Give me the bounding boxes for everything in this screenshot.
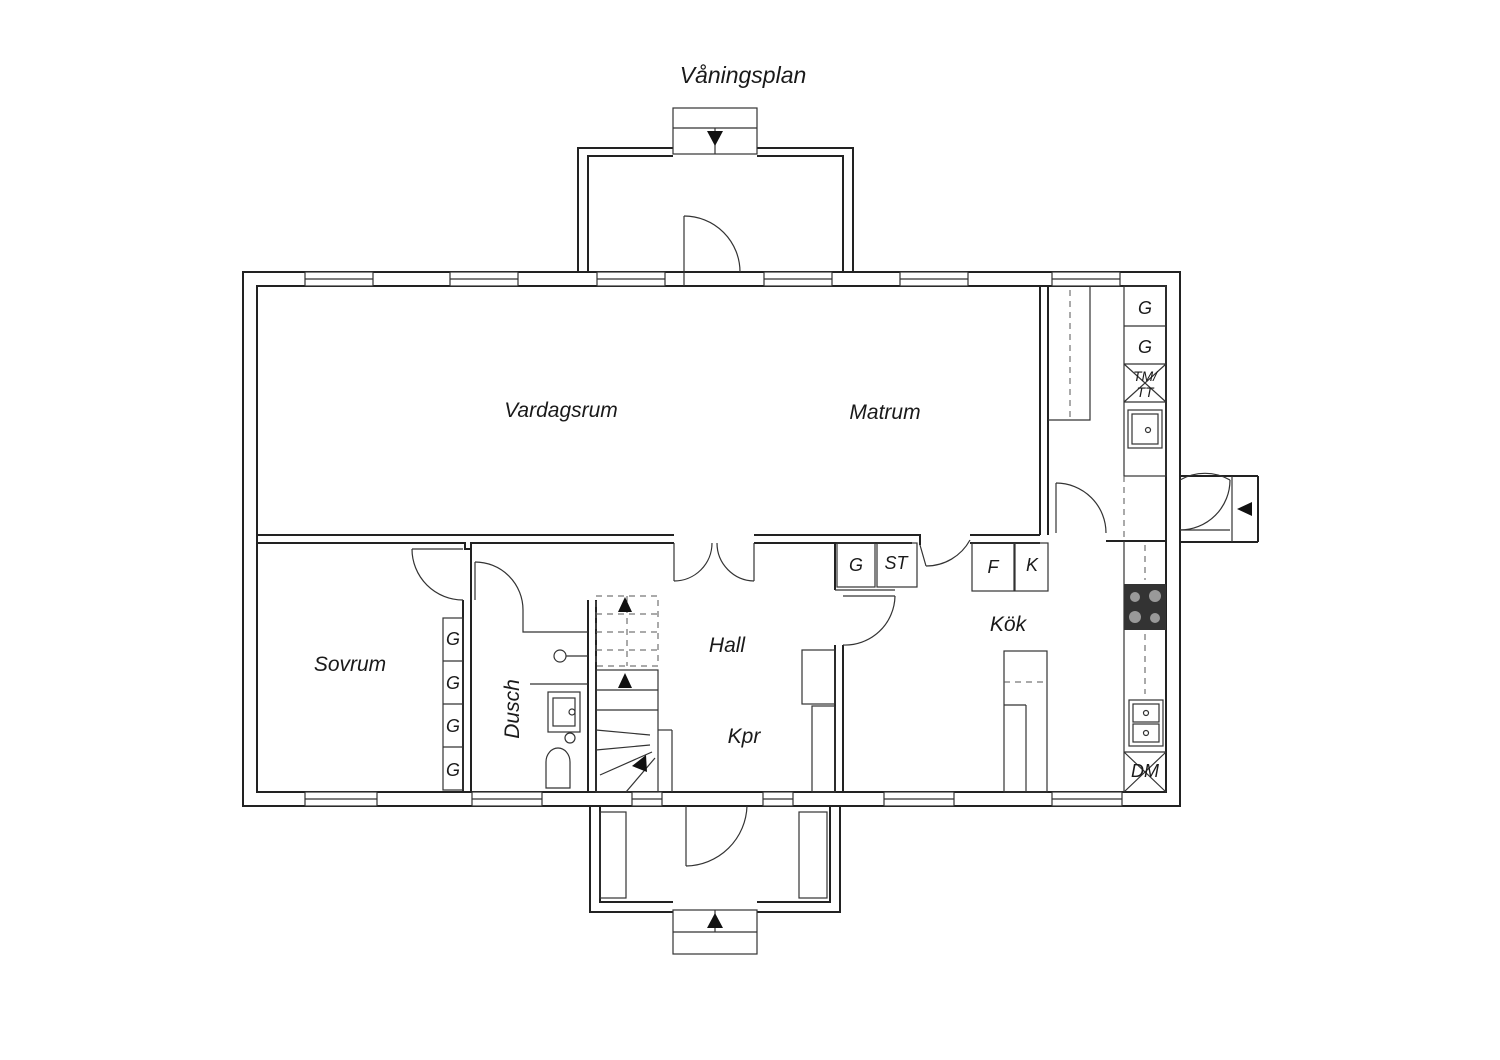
door-swing-icon	[685, 805, 748, 867]
door-swing-icon	[842, 595, 896, 646]
door-swing-icon	[411, 548, 464, 601]
wardrobe-label: G	[446, 629, 460, 649]
door-swing-icon	[673, 542, 713, 582]
entry-arrow-icon	[1237, 502, 1252, 516]
top-porch	[577, 107, 854, 286]
cabinet-label: G	[1138, 298, 1152, 318]
stair-arrow-icon	[618, 597, 632, 612]
room-label-dusch: Dusch	[501, 679, 524, 739]
interior-walls	[257, 286, 1167, 793]
room-label-kpr: Kpr	[728, 725, 762, 748]
room-label-matrum: Matrum	[849, 401, 920, 424]
wardrobe-label: G	[446, 673, 460, 693]
toilet-icon	[545, 747, 571, 789]
wardrobe-label: G	[446, 760, 460, 780]
sink-icon	[1128, 699, 1164, 747]
room-label-kok: Kök	[990, 613, 1028, 636]
entry-arrow-icon	[707, 131, 723, 146]
storage-label: ST	[884, 553, 909, 573]
bedroom-wardrobes: G G G G	[442, 617, 464, 791]
wardrobe-label: G	[446, 716, 460, 736]
shower-icon	[553, 649, 567, 663]
upper-counter: G G TM/ TT	[1048, 285, 1167, 541]
fridge-label: K	[1026, 555, 1039, 575]
room-label-vardagsrum: Vardagsrum	[504, 399, 618, 422]
hall-storage: G ST	[836, 542, 918, 588]
room-label-sovrum: Sovrum	[314, 653, 386, 676]
bottom-porch	[589, 805, 841, 955]
room-labels: Vardagsrum Matrum Sovrum Dusch Hall Kpr …	[314, 399, 1028, 748]
kitchen-counter: DM	[1123, 541, 1167, 793]
room-label-hall: Hall	[709, 634, 747, 657]
windows	[304, 271, 1123, 807]
door-swing-icon	[1179, 472, 1231, 481]
sink-icon	[547, 691, 581, 733]
exterior-walls	[242, 271, 1181, 807]
kitchen-island	[1003, 650, 1048, 793]
dryer-label: TT	[1136, 384, 1155, 400]
wardrobe-label: G	[849, 555, 863, 575]
bathroom-fixtures	[530, 649, 588, 789]
stair-arrow-icon	[632, 755, 647, 772]
staircase	[595, 595, 673, 793]
entry-arrow-icon	[707, 913, 723, 928]
stair-arrow-icon	[618, 673, 632, 688]
door-swing-icon	[683, 215, 741, 273]
side-entry	[1179, 472, 1259, 543]
plan-title: Våningsplan	[680, 62, 807, 88]
dishwasher-label: DM	[1131, 761, 1159, 781]
sink-icon	[1127, 409, 1163, 449]
stove-icon	[1124, 584, 1166, 630]
washer-label: TM/	[1133, 368, 1159, 384]
cabinet-label: G	[1138, 337, 1152, 357]
kitchen-fridge-freezer: F K	[971, 542, 1049, 592]
freezer-label: F	[988, 557, 1000, 577]
